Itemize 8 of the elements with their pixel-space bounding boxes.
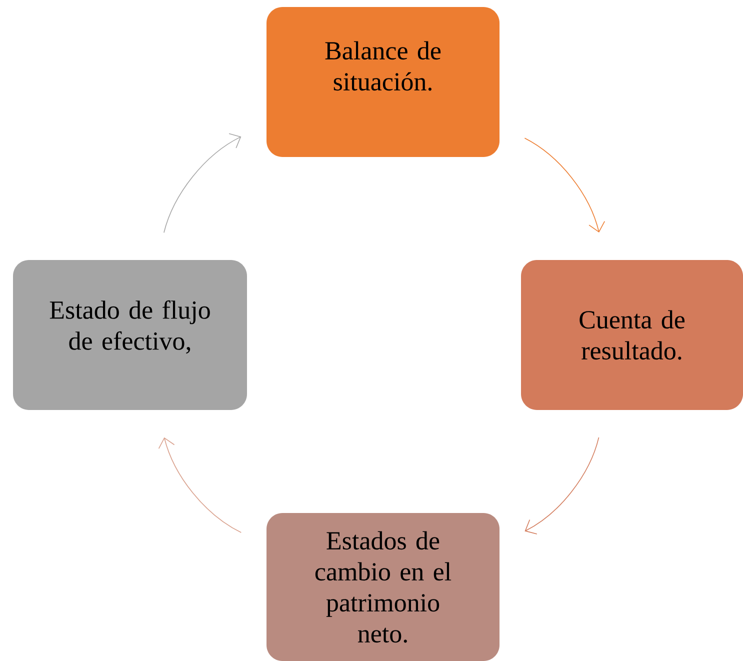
arrow: [164, 133, 242, 233]
process-box: Balance de situación.: [266, 7, 500, 157]
process-box: Estados de cambio en el patrimonio neto.: [266, 513, 500, 661]
arrow: [524, 437, 600, 534]
process-box: Estado de flujo de efectivo,: [13, 260, 247, 410]
process-box: Cuenta de resultado.: [521, 260, 743, 410]
arrow: [524, 138, 606, 233]
arrow: [158, 437, 242, 533]
